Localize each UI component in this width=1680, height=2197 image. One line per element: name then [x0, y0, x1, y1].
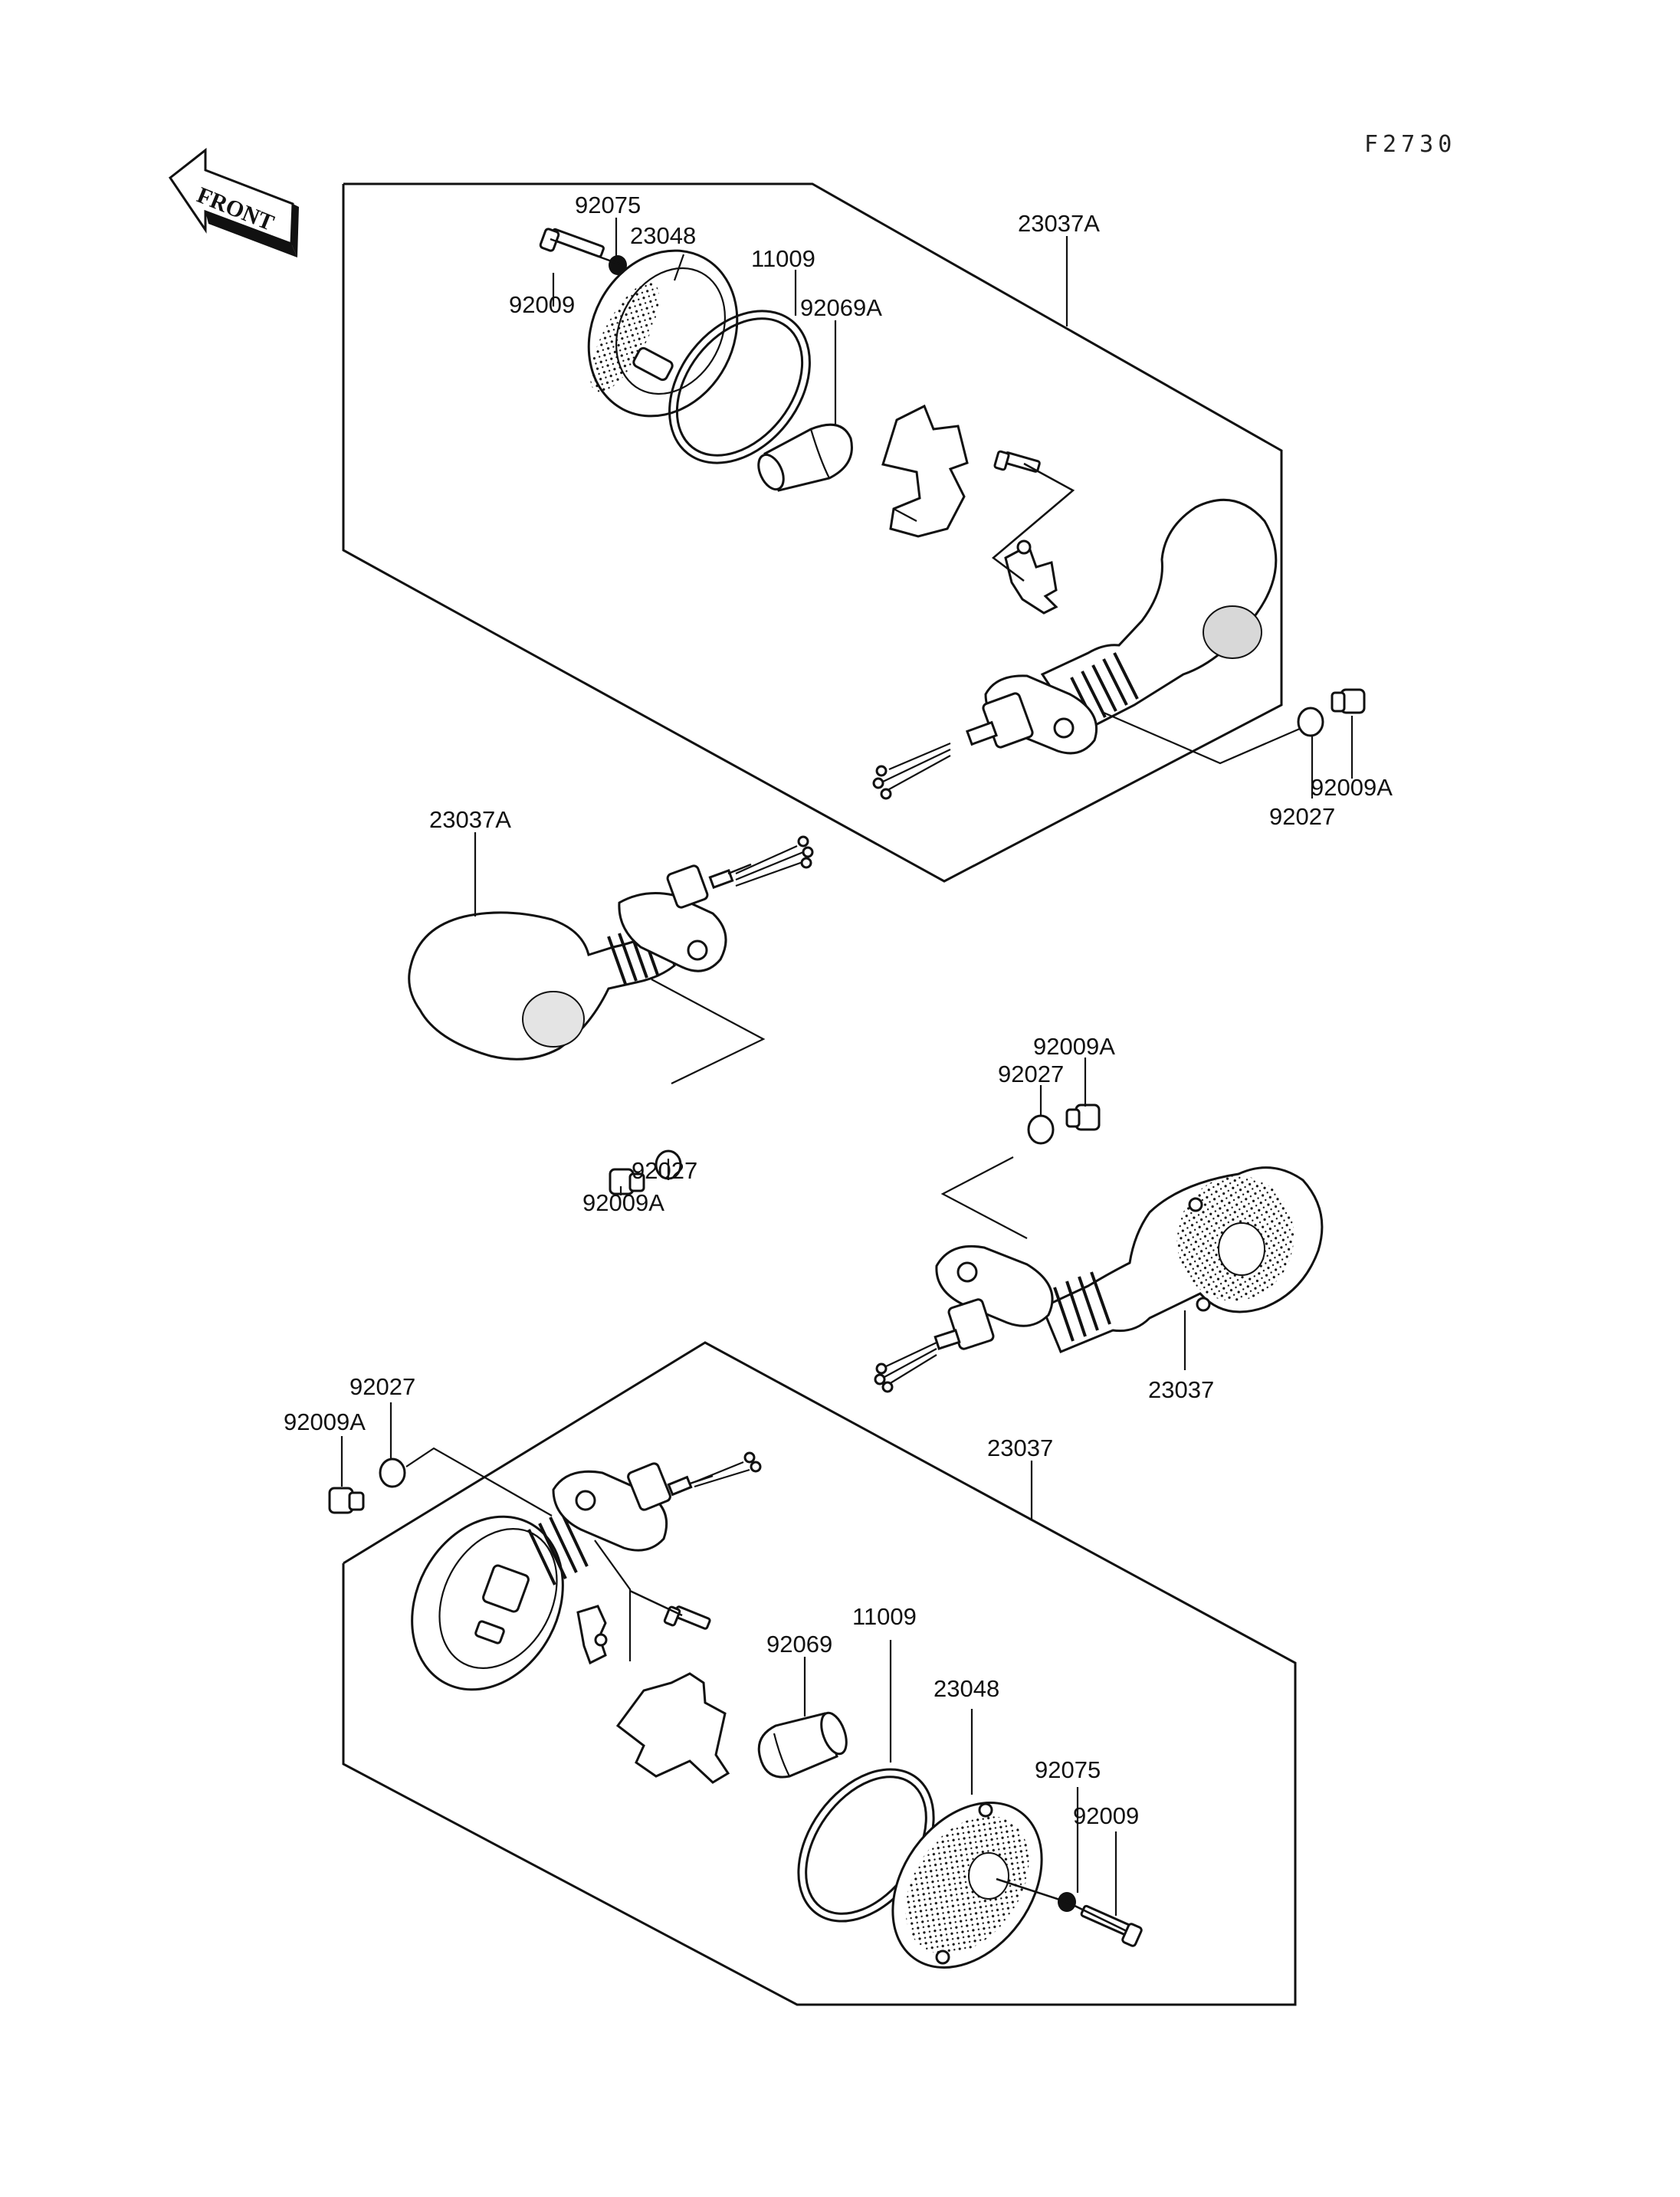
label-92027-bottom: 92027	[349, 1373, 415, 1400]
bolt-92009A-right	[1297, 688, 1366, 737]
bottom-assembly	[342, 1341, 1297, 2006]
label-92009-bottom: 92009	[1073, 1802, 1139, 1829]
label-92027-midright: 92027	[998, 1061, 1064, 1087]
screw-92009-bottom	[1080, 1904, 1143, 1947]
bottom-assembly-boundary	[342, 1341, 1297, 2006]
label-92075-top: 92075	[575, 192, 641, 218]
label-23048-bottom: 23048	[934, 1675, 999, 1702]
turn-signal-body-top	[872, 498, 1278, 800]
part-labels: 92075 23048 92009 11009 92069A 23037A 92…	[284, 192, 1393, 1829]
label-11009-top: 11009	[751, 245, 815, 272]
label-92069A-top: 92069A	[800, 294, 882, 321]
figure-reference: F2730	[1364, 131, 1456, 158]
label-23037A-top: 23037A	[1018, 210, 1100, 237]
label-92027-right: 92027	[1269, 803, 1335, 830]
front-arrow-icon: FRONT	[168, 147, 299, 257]
label-23037A-mid: 23037A	[429, 806, 511, 833]
label-11009-bottom: 11009	[852, 1603, 917, 1630]
label-92069-bottom: 92069	[766, 1631, 832, 1658]
label-92009A-bottom: 92009A	[284, 1408, 366, 1435]
leader-lines	[340, 218, 1354, 1916]
label-92009-top: 92009	[509, 291, 575, 318]
washer-92075-top	[609, 255, 627, 275]
label-92009A-mid: 92009A	[582, 1189, 664, 1216]
bolt-92009A-midright	[1027, 1103, 1101, 1145]
turn-signal-23037A-mid	[408, 835, 814, 1061]
label-92009A-right: 92009A	[1311, 774, 1393, 801]
turn-signal-23037-midright	[874, 1166, 1324, 1393]
label-92009A-midright: 92009A	[1033, 1033, 1115, 1060]
gasket-11009-top	[668, 310, 811, 464]
socket-bracket-top	[881, 404, 969, 538]
housing-bottom	[411, 1451, 762, 1691]
clip-bottom	[576, 1605, 608, 1665]
bulb-92069-bottom	[757, 1711, 848, 1779]
top-assembly	[342, 182, 1313, 883]
clip-top	[1004, 539, 1058, 615]
bolt-92009A-bottom	[328, 1458, 406, 1514]
label-23037-midright: 23037	[1148, 1376, 1214, 1403]
top-assembly-boundary	[342, 182, 1283, 883]
lens-23048-bottom	[891, 1802, 1043, 1969]
lens-23048-top	[587, 249, 739, 418]
label-92027-mid: 92027	[632, 1157, 697, 1184]
screw-92009-top	[539, 228, 605, 258]
screw-small-bottom	[663, 1605, 711, 1630]
label-23048-top: 23048	[630, 222, 696, 249]
socket-bracket-bottom	[615, 1672, 730, 1784]
label-23037-bottom: 23037	[987, 1435, 1053, 1461]
bulb-92069A-top	[757, 423, 853, 492]
label-92075-bottom: 92075	[1035, 1756, 1101, 1783]
